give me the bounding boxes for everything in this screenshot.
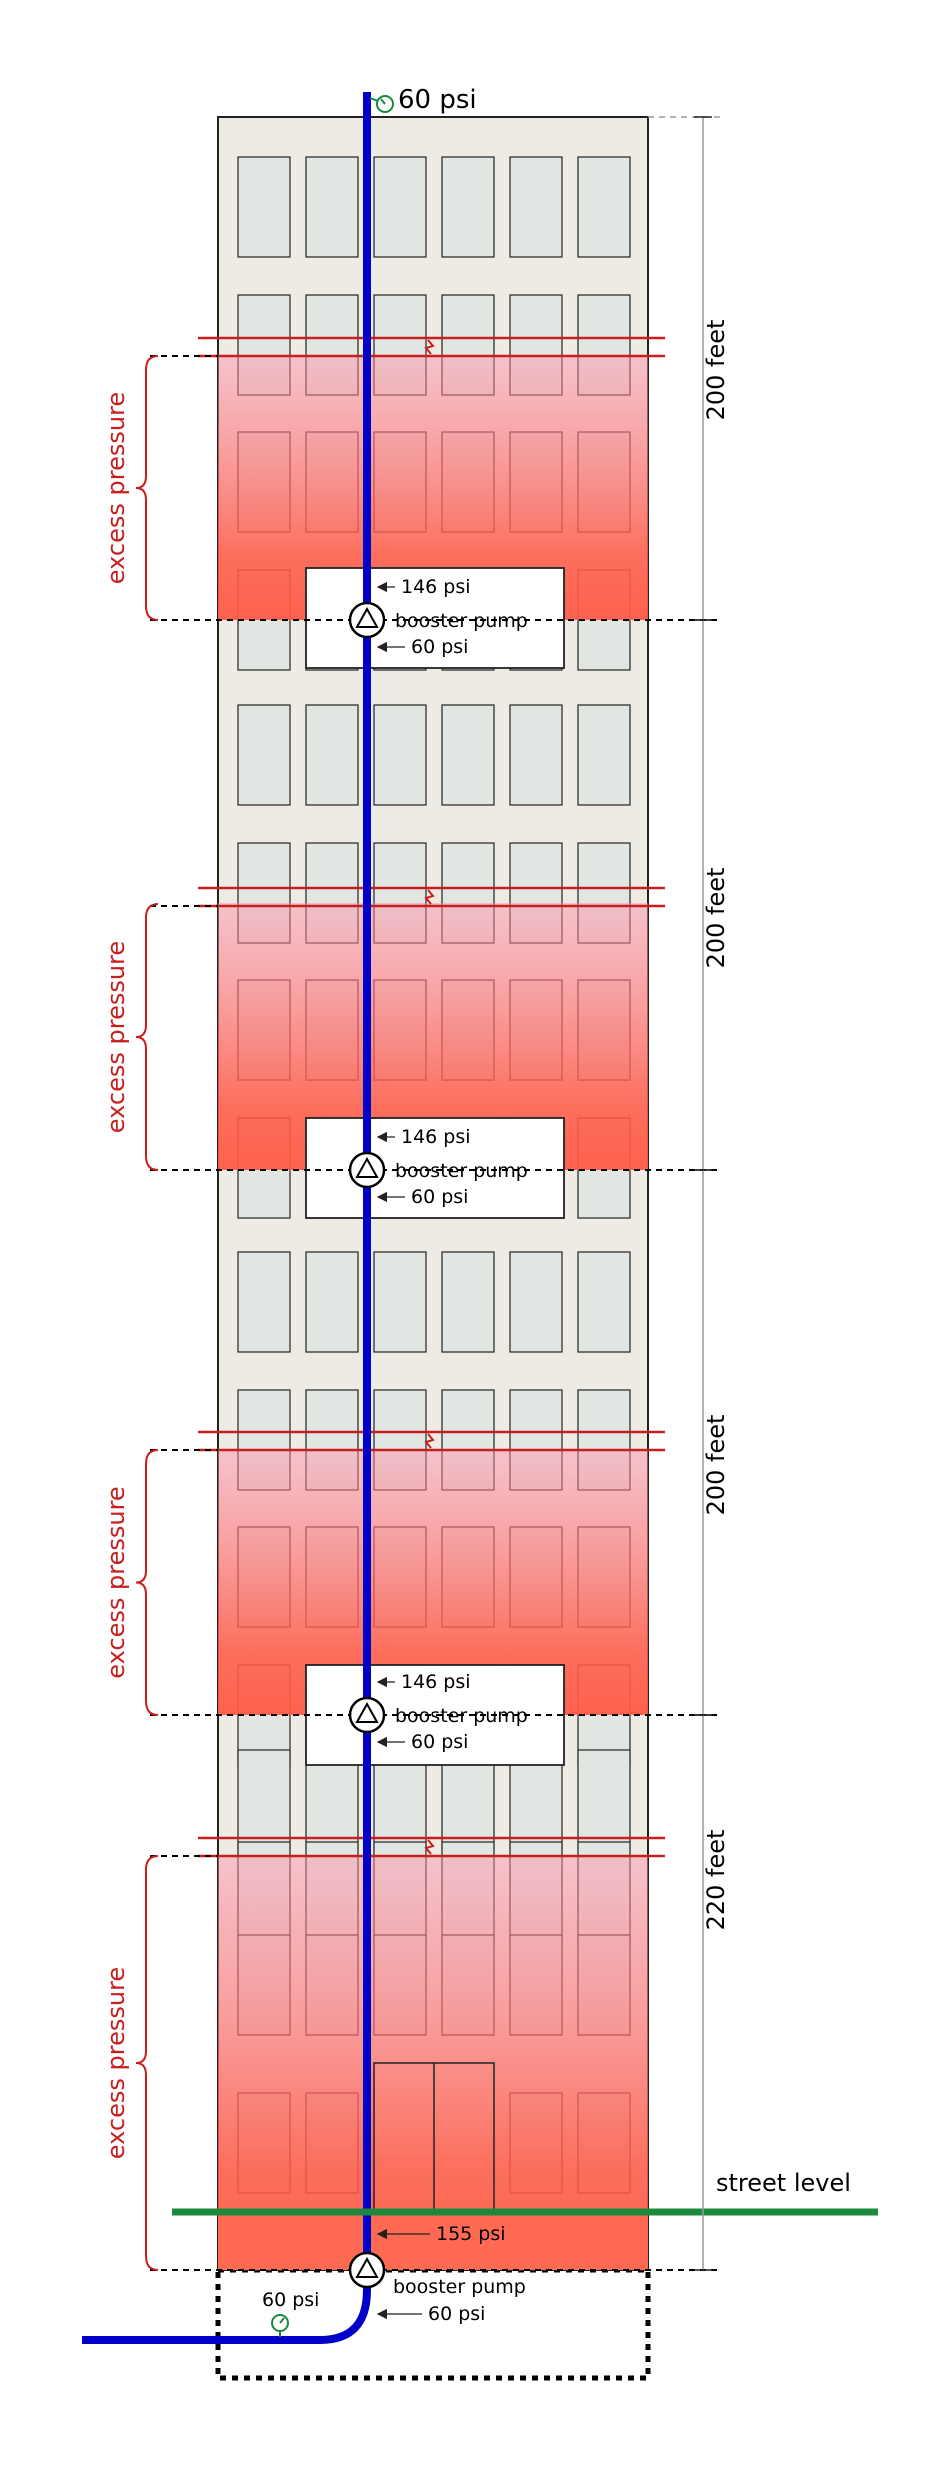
- window: [509, 156, 563, 258]
- pump-inlet-pressure: 60 psi: [428, 2303, 485, 2325]
- pump-icon: [348, 601, 386, 639]
- pump-name: booster pump: [395, 610, 528, 632]
- window: [441, 156, 495, 258]
- brace-shape: [135, 903, 159, 1171]
- break-symbol: [424, 339, 435, 355]
- window: [237, 1251, 291, 1353]
- window: [441, 704, 495, 806]
- pump-outlet-pressure: 146 psi: [401, 1671, 471, 1693]
- booster-pumps: 146 psi booster pump 60 psi 146 psi booster …: [348, 576, 528, 2325]
- pump-outlet-pressure: 146 psi: [401, 576, 471, 598]
- window: [577, 156, 631, 258]
- supply-pressure-gauge: [271, 2314, 289, 2337]
- window: [237, 156, 291, 258]
- street-level-label: street level: [716, 2169, 851, 2197]
- pump-icon: [348, 1151, 386, 1189]
- break-symbol: [424, 889, 435, 905]
- pump-inlet-pressure: 60 psi: [411, 1731, 468, 1753]
- pump-icon: [348, 1696, 386, 1734]
- excess-pressure-label: excess pressure: [102, 1486, 130, 1678]
- booster-pump: 146 psi booster pump 60 psi: [348, 576, 528, 658]
- window: [373, 1251, 427, 1353]
- excess-pressure-bracket: excess pressure: [102, 903, 159, 1171]
- top-gauge-label: 60 psi: [398, 85, 477, 115]
- window: [305, 1251, 359, 1353]
- pump-triangle-icon: [355, 606, 379, 628]
- excess-pressure-bracket: excess pressure: [102, 1449, 159, 1716]
- break-symbol: [424, 1839, 435, 1855]
- pump-triangle-icon: [355, 2256, 379, 2278]
- height-dimension: 220 feet: [694, 1714, 730, 2271]
- window: [577, 1251, 631, 1353]
- booster-pump: 155 psi booster pump 60 psi: [348, 2223, 526, 2325]
- window: [373, 704, 427, 806]
- pump-name: booster pump: [393, 2276, 526, 2298]
- height-dimension: 200 feet: [694, 1169, 730, 1716]
- height-dimension: 200 feet: [694, 116, 730, 621]
- height-label: 200 feet: [702, 868, 730, 969]
- window: [509, 704, 563, 806]
- pump-name: booster pump: [395, 1705, 528, 1727]
- basement-excess-shading: [218, 2212, 648, 2270]
- height-dimension: 200 feet: [694, 619, 730, 1171]
- window: [237, 704, 291, 806]
- excess-pressure-bracket: excess pressure: [102, 355, 159, 621]
- booster-pump: 146 psi booster pump 60 psi: [348, 1126, 528, 1208]
- window: [373, 156, 427, 258]
- riser-pipe: [82, 92, 371, 2344]
- top-pressure-gauge: [369, 95, 394, 113]
- booster-pump: 146 psi booster pump 60 psi: [348, 1671, 528, 1753]
- pump-outlet-pressure: 155 psi: [436, 2223, 506, 2245]
- window: [577, 704, 631, 806]
- height-label: 220 feet: [702, 1830, 730, 1931]
- window: [441, 1749, 495, 1851]
- excess-pressure-brackets: excess pressure excess pressure excess pre…: [102, 355, 159, 2271]
- window: [509, 1251, 563, 1353]
- window: [305, 704, 359, 806]
- excess-pressure-bracket: excess pressure: [102, 1855, 159, 2271]
- brace-shape: [135, 1855, 159, 2271]
- excess-pressure-label: excess pressure: [102, 1967, 130, 2159]
- window: [305, 156, 359, 258]
- pump-outlet-pressure: 146 psi: [401, 1126, 471, 1148]
- window: [373, 1749, 427, 1851]
- excess-pressure-label: excess pressure: [102, 392, 130, 584]
- brace-shape: [135, 1449, 159, 1716]
- window: [237, 1749, 291, 1851]
- height-label: 200 feet: [702, 320, 730, 421]
- height-dimensions: 200 feet 200 feet 200 feet 220 feet: [694, 116, 730, 2271]
- floor-break-lines: [198, 336, 665, 1858]
- pump-icon: [348, 2251, 386, 2289]
- break-symbol: [424, 1433, 435, 1449]
- pump-inlet-pressure: 60 psi: [411, 636, 468, 658]
- window: [441, 1251, 495, 1353]
- pump-triangle-icon: [355, 1156, 379, 1178]
- pump-inlet-pressure: 60 psi: [411, 1186, 468, 1208]
- pump-name: booster pump: [395, 1160, 528, 1182]
- excess-pressure-label: excess pressure: [102, 941, 130, 1133]
- supply-gauge-label: 60 psi: [262, 2289, 319, 2311]
- window: [577, 1749, 631, 1851]
- brace-shape: [135, 355, 159, 621]
- height-label: 200 feet: [702, 1415, 730, 1516]
- basement-outline: [215, 2267, 651, 2381]
- window: [509, 1749, 563, 1851]
- pump-triangle-icon: [355, 1701, 379, 1723]
